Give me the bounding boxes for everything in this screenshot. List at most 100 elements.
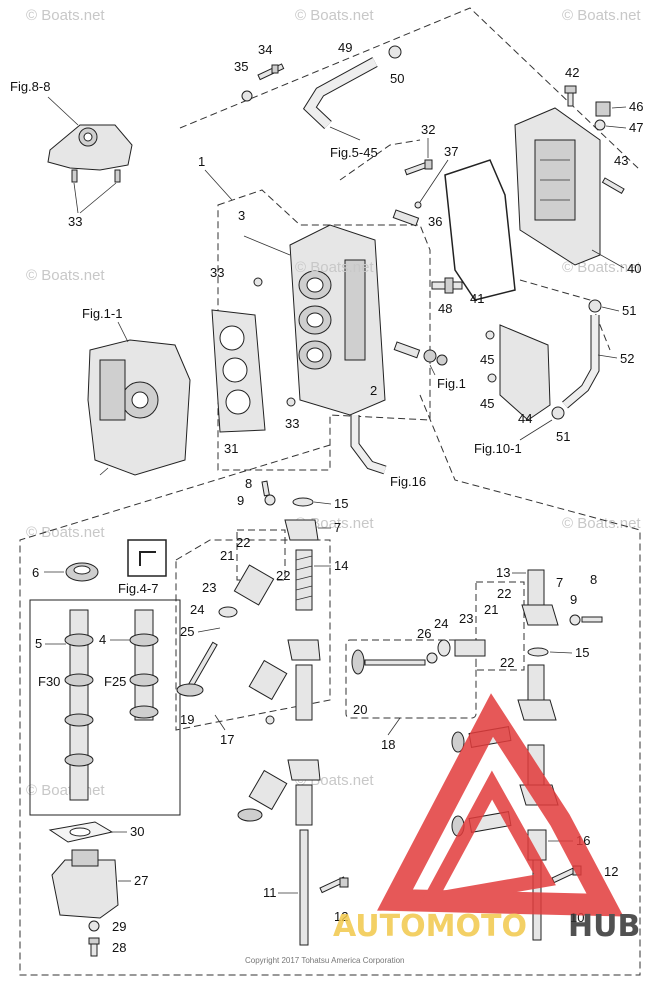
fig-ref-16[interactable]: Fig.16 (390, 474, 426, 489)
watermark: © Boats.net (26, 782, 105, 799)
label-13: 13 (496, 565, 510, 580)
valve-spring-23-left (233, 564, 275, 606)
valve-stack-middle (248, 639, 321, 725)
label-9: 9 (570, 592, 577, 607)
label-33: 33 (285, 416, 299, 431)
fitting-fig1 (393, 341, 448, 366)
label-44: 44 (518, 411, 532, 426)
pushrod-11 (299, 829, 309, 946)
label-43: 43 (614, 153, 628, 168)
label-51: 51 (556, 429, 570, 444)
label-30: 30 (130, 824, 144, 839)
label-20: 20 (353, 702, 367, 717)
watermark: © Boats.net (562, 259, 641, 276)
label-45: 45 (480, 396, 494, 411)
pump-housing-27 (51, 849, 119, 919)
cylinder-head (289, 224, 386, 416)
bolt-28 (88, 937, 100, 957)
bolt-32 (404, 159, 433, 176)
label-9: 9 (237, 493, 244, 508)
label-28: 28 (112, 940, 126, 955)
label-6: 6 (32, 565, 39, 580)
bolt-12-left (319, 876, 349, 894)
valve-19 (176, 641, 218, 697)
label-41: 41 (470, 291, 484, 306)
label-33: 33 (68, 214, 82, 229)
head-gasket (211, 309, 266, 433)
label-33: 33 (210, 265, 224, 280)
label-50: 50 (390, 71, 404, 86)
fig-4-7-icon (127, 539, 167, 577)
label-15: 15 (334, 496, 348, 511)
rocker-arm-left (261, 480, 319, 541)
label-37: 37 (444, 144, 458, 159)
label-25: 25 (180, 624, 194, 639)
label-f30: F30 (38, 674, 60, 689)
brand-automoto: AUTOMOTO (333, 909, 527, 944)
label-15: 15 (575, 645, 589, 660)
dashed-outlines (19, 7, 641, 976)
fig-ref-1-1[interactable]: Fig.1-1 (82, 306, 122, 321)
label-18: 18 (381, 737, 395, 752)
head-cover (514, 107, 601, 266)
watermark: © Boats.net (562, 515, 641, 532)
label-23: 23 (202, 580, 216, 595)
label-5: 5 (35, 636, 42, 651)
label-7: 7 (334, 520, 341, 535)
fig-ref-5-45[interactable]: Fig.5-45 (330, 145, 378, 160)
label-47: 47 (629, 120, 643, 135)
bolt-42 (564, 85, 577, 107)
camshaft-f30 (64, 609, 94, 801)
fig-ref-1[interactable]: Fig.1 (437, 376, 466, 391)
label-f25: F25 (104, 674, 126, 689)
cover-plate-44 (485, 324, 551, 421)
camshaft-f25 (129, 609, 159, 721)
label-36: 36 (428, 214, 442, 229)
label-31: 31 (224, 441, 238, 456)
label-21: 21 (484, 602, 498, 617)
label-4: 4 (99, 632, 106, 647)
watermark: © Boats.net (26, 267, 105, 284)
label-2: 2 (370, 383, 377, 398)
copyright-text: Copyright 2017 Tohatsu America Corporati… (245, 956, 405, 965)
watermark: © Boats.net (295, 259, 374, 276)
label-8: 8 (590, 572, 597, 587)
label-40: 40 (627, 261, 641, 276)
label-27: 27 (134, 873, 148, 888)
label-34: 34 (258, 42, 272, 57)
washer-29 (88, 920, 100, 932)
bolt-34 (241, 63, 285, 102)
watermark: © Boats.net (26, 524, 105, 541)
label-29: 29 (112, 919, 126, 934)
label-12: 12 (334, 909, 348, 924)
watermark: © Boats.net (295, 7, 374, 24)
label-49: 49 (338, 40, 352, 55)
fig-ref-10-1[interactable]: Fig.10-1 (474, 441, 522, 456)
label-19: 19 (180, 712, 194, 727)
cover-gasket (444, 159, 516, 301)
watermark: © Boats.net (26, 7, 105, 24)
label-8: 8 (245, 476, 252, 491)
camshaft-box (29, 599, 181, 816)
gasket-30 (48, 821, 114, 843)
label-14: 14 (334, 558, 348, 573)
brand-hub: HUB (568, 909, 640, 944)
label-12: 12 (604, 864, 618, 879)
hose-49 (302, 45, 402, 141)
label-48: 48 (438, 301, 452, 316)
label-3: 3 (238, 208, 245, 223)
label-32: 32 (421, 122, 435, 137)
label-22: 22 (500, 655, 514, 670)
valve-assembly-right (351, 639, 486, 675)
label-24: 24 (434, 616, 448, 631)
label-22: 22 (276, 568, 290, 583)
fig-ref-4-7[interactable]: Fig.4-7 (118, 581, 158, 596)
sensor-48 (431, 277, 463, 294)
fig-ref-8-8[interactable]: Fig.8-8 (10, 79, 50, 94)
valve-spring-13 (527, 569, 545, 606)
valve-spring-14 (295, 549, 313, 611)
rocker-arm-right (521, 604, 603, 626)
pin-43 (601, 177, 625, 195)
label-51: 51 (622, 303, 636, 318)
plug-46 (594, 101, 611, 131)
